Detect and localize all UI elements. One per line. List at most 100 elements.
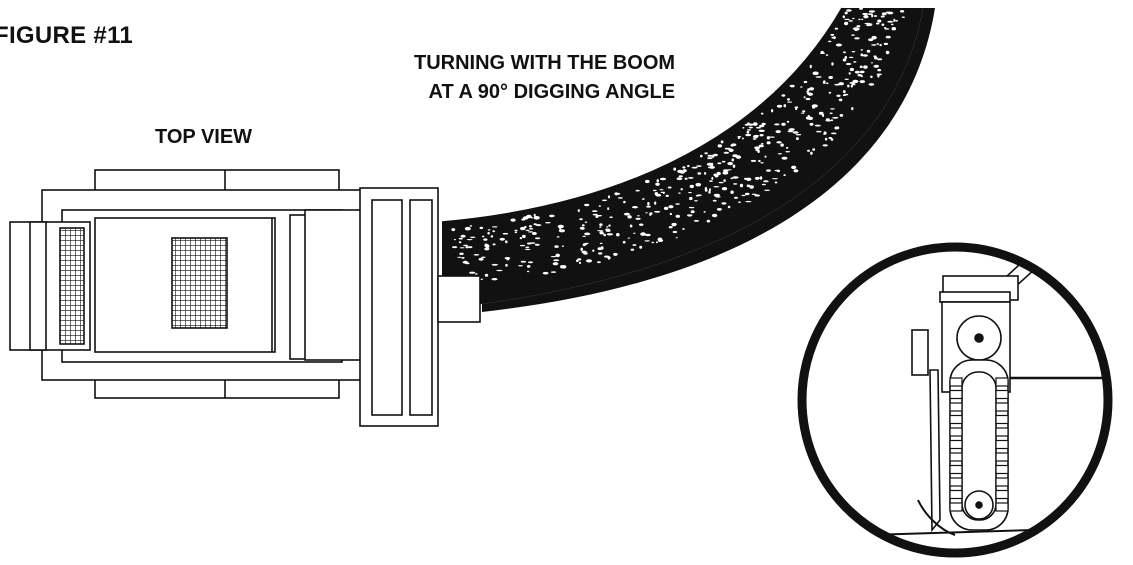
soil-speck	[453, 239, 456, 241]
soil-speck	[731, 158, 735, 162]
soil-speck	[760, 112, 764, 115]
soil-speck	[811, 104, 818, 108]
soil-speck	[553, 259, 560, 262]
soil-speck	[706, 219, 711, 223]
soil-speck	[726, 169, 732, 171]
soil-speck	[785, 151, 790, 153]
soil-speck	[672, 230, 678, 234]
chain-tooth	[949, 414, 963, 425]
soil-speck	[520, 226, 526, 231]
soil-speck	[514, 229, 518, 232]
soil-speck	[584, 232, 591, 236]
soil-speck	[608, 224, 611, 227]
soil-speck	[799, 86, 803, 88]
soil-speck	[629, 224, 633, 228]
soil-speck	[527, 242, 532, 245]
soil-speck	[505, 263, 508, 267]
soil-speck	[871, 35, 877, 40]
soil-speck	[704, 189, 708, 192]
soil-speck	[534, 243, 540, 246]
soil-speck	[887, 20, 894, 23]
soil-speck	[584, 243, 588, 246]
soil-speck	[851, 51, 856, 53]
soil-speck	[613, 252, 618, 256]
soil-speck	[850, 84, 853, 88]
chain-tooth	[949, 502, 963, 512]
soil-speck	[775, 130, 781, 134]
soil-speck	[715, 196, 721, 198]
soil-speck	[847, 84, 850, 88]
soil-speck	[861, 18, 864, 21]
soil-speck	[654, 201, 657, 205]
soil-speck	[727, 161, 733, 166]
soil-speck	[457, 256, 462, 258]
soil-speck	[467, 246, 473, 249]
soil-speck	[752, 138, 757, 140]
soil-speck	[876, 43, 880, 45]
soil-speck	[859, 80, 866, 84]
soil-speck	[550, 256, 557, 258]
chain-tooth	[995, 502, 1009, 512]
soil-speck	[487, 229, 491, 231]
soil-speck	[745, 133, 752, 137]
soil-speck	[526, 270, 530, 273]
soil-speck	[555, 253, 560, 258]
soil-speck	[776, 169, 781, 173]
soil-speck	[867, 13, 873, 15]
soil-speck	[581, 250, 587, 254]
soil-speck	[787, 130, 794, 133]
soil-speck	[680, 188, 683, 191]
soil-speck	[578, 261, 582, 265]
soil-speck	[805, 97, 811, 101]
soil-speck	[810, 151, 813, 155]
soil-speck	[871, 14, 874, 18]
soil-speck	[739, 183, 744, 188]
soil-speck	[684, 177, 688, 180]
soil-speck	[856, 25, 861, 28]
soil-speck	[630, 248, 635, 251]
soil-speck	[871, 44, 877, 46]
soil-speck	[730, 177, 734, 180]
soil-speck	[789, 128, 795, 131]
soil-speck	[831, 36, 837, 39]
soil-speck	[522, 216, 529, 220]
soil-speck	[809, 64, 812, 69]
soil-speck	[853, 61, 857, 63]
soil-speck	[766, 136, 771, 140]
soil-speck	[496, 269, 503, 272]
soil-speck	[576, 259, 579, 263]
soil-speck	[844, 21, 849, 26]
soil-speck	[730, 190, 734, 194]
soil-speck	[842, 94, 847, 96]
soil-speck	[846, 9, 852, 12]
soil-speck	[640, 232, 646, 236]
soil-speck	[577, 209, 580, 213]
soil-speck	[491, 278, 498, 281]
soil-speck	[761, 183, 766, 186]
soil-speck	[528, 231, 533, 233]
soil-speck	[644, 240, 650, 242]
soil-speck	[901, 16, 905, 18]
soil-speck	[597, 247, 602, 251]
soil-speck	[844, 78, 849, 81]
soil-speck	[746, 184, 751, 188]
soil-speck	[877, 58, 883, 61]
soil-speck	[783, 104, 787, 108]
soil-speck	[891, 27, 897, 31]
soil-speck	[727, 205, 731, 209]
soil-speck	[607, 195, 611, 199]
soil-speck	[854, 70, 860, 74]
chain-tooth	[995, 414, 1009, 425]
soil-speck	[803, 80, 808, 84]
soil-speck	[506, 257, 510, 261]
soil-speck	[561, 245, 565, 247]
soil-speck	[585, 259, 593, 263]
soil-speck	[835, 43, 843, 47]
soil-speck	[825, 119, 832, 122]
soil-speck	[675, 203, 680, 205]
soil-speck	[891, 23, 894, 26]
soil-speck	[481, 235, 485, 238]
soil-speck	[721, 160, 726, 163]
soil-speck	[522, 234, 526, 239]
soil-speck	[844, 56, 848, 59]
